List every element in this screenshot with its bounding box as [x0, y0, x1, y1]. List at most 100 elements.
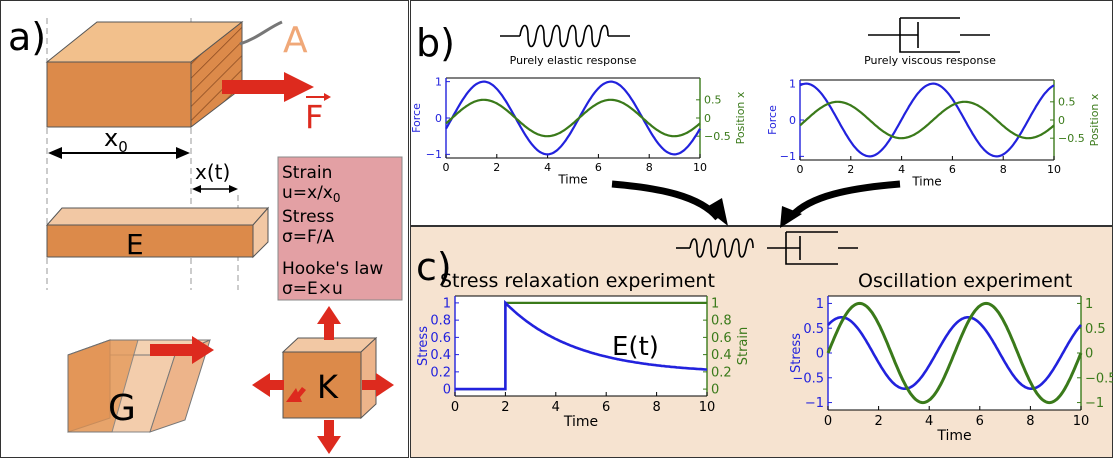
- y-tick-label-right: 1: [1085, 297, 1093, 312]
- x-tick-label: 8: [652, 400, 660, 415]
- force-arrow: [222, 72, 314, 102]
- merge-arrow-right: [789, 180, 901, 219]
- x0-label: x0: [104, 124, 128, 156]
- x-tick-label: 2: [847, 163, 854, 176]
- x-tick-label: 2: [874, 414, 882, 429]
- y-axis-label-right: Position x: [734, 91, 747, 144]
- y-tick-label-right: 0: [1058, 114, 1065, 127]
- stress-equation: σ=F/A: [282, 227, 335, 247]
- block-bulk: [281, 336, 378, 420]
- x-axis-label: Time: [936, 428, 971, 444]
- x-tick-label: 10: [1073, 414, 1090, 429]
- x-tick-label: 10: [699, 400, 716, 415]
- block-elongated: [45, 206, 270, 259]
- y-tick-label-left: 0.5: [803, 322, 824, 337]
- x-axis-label: Time: [557, 172, 587, 186]
- hooke-title: Hooke's law: [282, 259, 383, 279]
- x0-arrow-right: [176, 147, 190, 159]
- x-tick-label: 6: [949, 163, 956, 176]
- panel-c-label: c): [416, 245, 452, 289]
- y-axis-label-left: Stress: [416, 326, 431, 366]
- xt-arrow-right: [229, 185, 238, 193]
- y-tick-label-right: 0.6: [711, 331, 732, 346]
- xt-arrow-left: [192, 185, 201, 193]
- spring-icon: [500, 24, 630, 48]
- y-tick-label-left: 0: [435, 112, 442, 125]
- x-tick-label: 8: [1000, 163, 1007, 176]
- x-tick-label: 0: [443, 161, 450, 174]
- y-tick-label-left: 0.2: [430, 365, 451, 380]
- y-tick-label-left: 1: [435, 75, 442, 88]
- xt-label: x(t): [195, 160, 230, 184]
- bulk-arrows: [252, 306, 394, 454]
- x-tick-label: 2: [493, 161, 500, 174]
- block-main: [45, 20, 244, 129]
- hooke-equation: σ=E×u: [282, 279, 343, 299]
- y-tick-label-right: 0.4: [711, 348, 732, 363]
- y-tick-label-left: 0.8: [430, 314, 451, 329]
- y-tick-label-left: 1: [789, 77, 796, 90]
- x-tick-label: 4: [898, 163, 905, 176]
- x-tick-label: 4: [552, 400, 560, 415]
- plot-area: [455, 296, 707, 396]
- force-vector-head: [324, 93, 331, 101]
- y-tick-label-left: 0: [816, 347, 824, 362]
- y-tick-label-right: 0.8: [711, 314, 732, 329]
- x-tick-label: 6: [602, 400, 610, 415]
- osc-title: Oscillation experiment: [858, 270, 1072, 292]
- x-tick-label: 10: [693, 161, 707, 174]
- y-tick-label-right: 0: [704, 112, 711, 125]
- position-line: [445, 98, 701, 138]
- y-tick-label-left: 0: [789, 114, 796, 127]
- x-tick-label: 2: [501, 400, 509, 415]
- x0-arrow-left: [48, 147, 62, 159]
- relax-title: Stress relaxation experiment: [440, 270, 715, 292]
- y-tick-label-left: 0.6: [430, 331, 451, 346]
- force-label: F: [305, 98, 323, 136]
- strain-equation: u=x/x0: [282, 183, 341, 205]
- y-tick-label-left: −1: [426, 148, 442, 161]
- x-axis-label: Time: [911, 174, 941, 188]
- strain-title: Strain: [282, 163, 332, 183]
- modulus-e-label: E: [126, 228, 144, 261]
- area-label: A: [283, 20, 308, 61]
- panel-a-label: a): [8, 15, 46, 59]
- strain-wave-line: [826, 301, 1083, 405]
- definitions-box: [277, 156, 403, 301]
- oscillation-chart: 024681010.50−0.5−110.50−0.5−1TimeStressS…: [789, 295, 1113, 444]
- x-tick-label: 6: [976, 414, 984, 429]
- viscous-title: Purely viscous response: [864, 54, 996, 67]
- y-tick-label-left: −0.5: [792, 371, 824, 386]
- x-tick-label: 4: [925, 414, 933, 429]
- y-tick-label-left: 1: [443, 296, 451, 311]
- x-tick-label: 0: [797, 163, 804, 176]
- y-tick-label-right: 0: [1085, 347, 1093, 362]
- y-tick-label-right: 0.5: [1085, 322, 1106, 337]
- y-tick-label-right: −0.5: [1058, 132, 1085, 145]
- merge-arrowhead-left: [705, 198, 728, 226]
- modulus-g-label: G: [108, 388, 136, 429]
- y-tick-label-right: −0.5: [1085, 371, 1113, 386]
- plot-area: [446, 78, 700, 158]
- x-tick-label: 6: [595, 161, 602, 174]
- dashpot-icon: [868, 17, 990, 53]
- y-tick-label-right: −1: [1085, 396, 1104, 411]
- y-tick-label-right: 0: [711, 383, 719, 398]
- y-tick-label-right: 1: [711, 296, 719, 311]
- position-line: [799, 100, 1055, 140]
- y-axis-label-left: Force: [410, 103, 423, 133]
- force-line: [445, 80, 701, 156]
- y-axis-label-left: Force: [766, 105, 779, 135]
- x-tick-label: 4: [544, 161, 551, 174]
- area-pointer: [239, 20, 283, 46]
- x-tick-label: 0: [451, 400, 459, 415]
- x-tick-label: 0: [824, 414, 832, 429]
- x-axis-label: Time: [563, 414, 598, 430]
- y-tick-label-right: 0.5: [1058, 96, 1076, 109]
- x-tick-label: 8: [646, 161, 653, 174]
- y-axis-label-right: Position x: [1088, 93, 1101, 146]
- relaxation-curve-label: E(t): [612, 332, 659, 362]
- merge-arrowhead-right: [780, 206, 802, 228]
